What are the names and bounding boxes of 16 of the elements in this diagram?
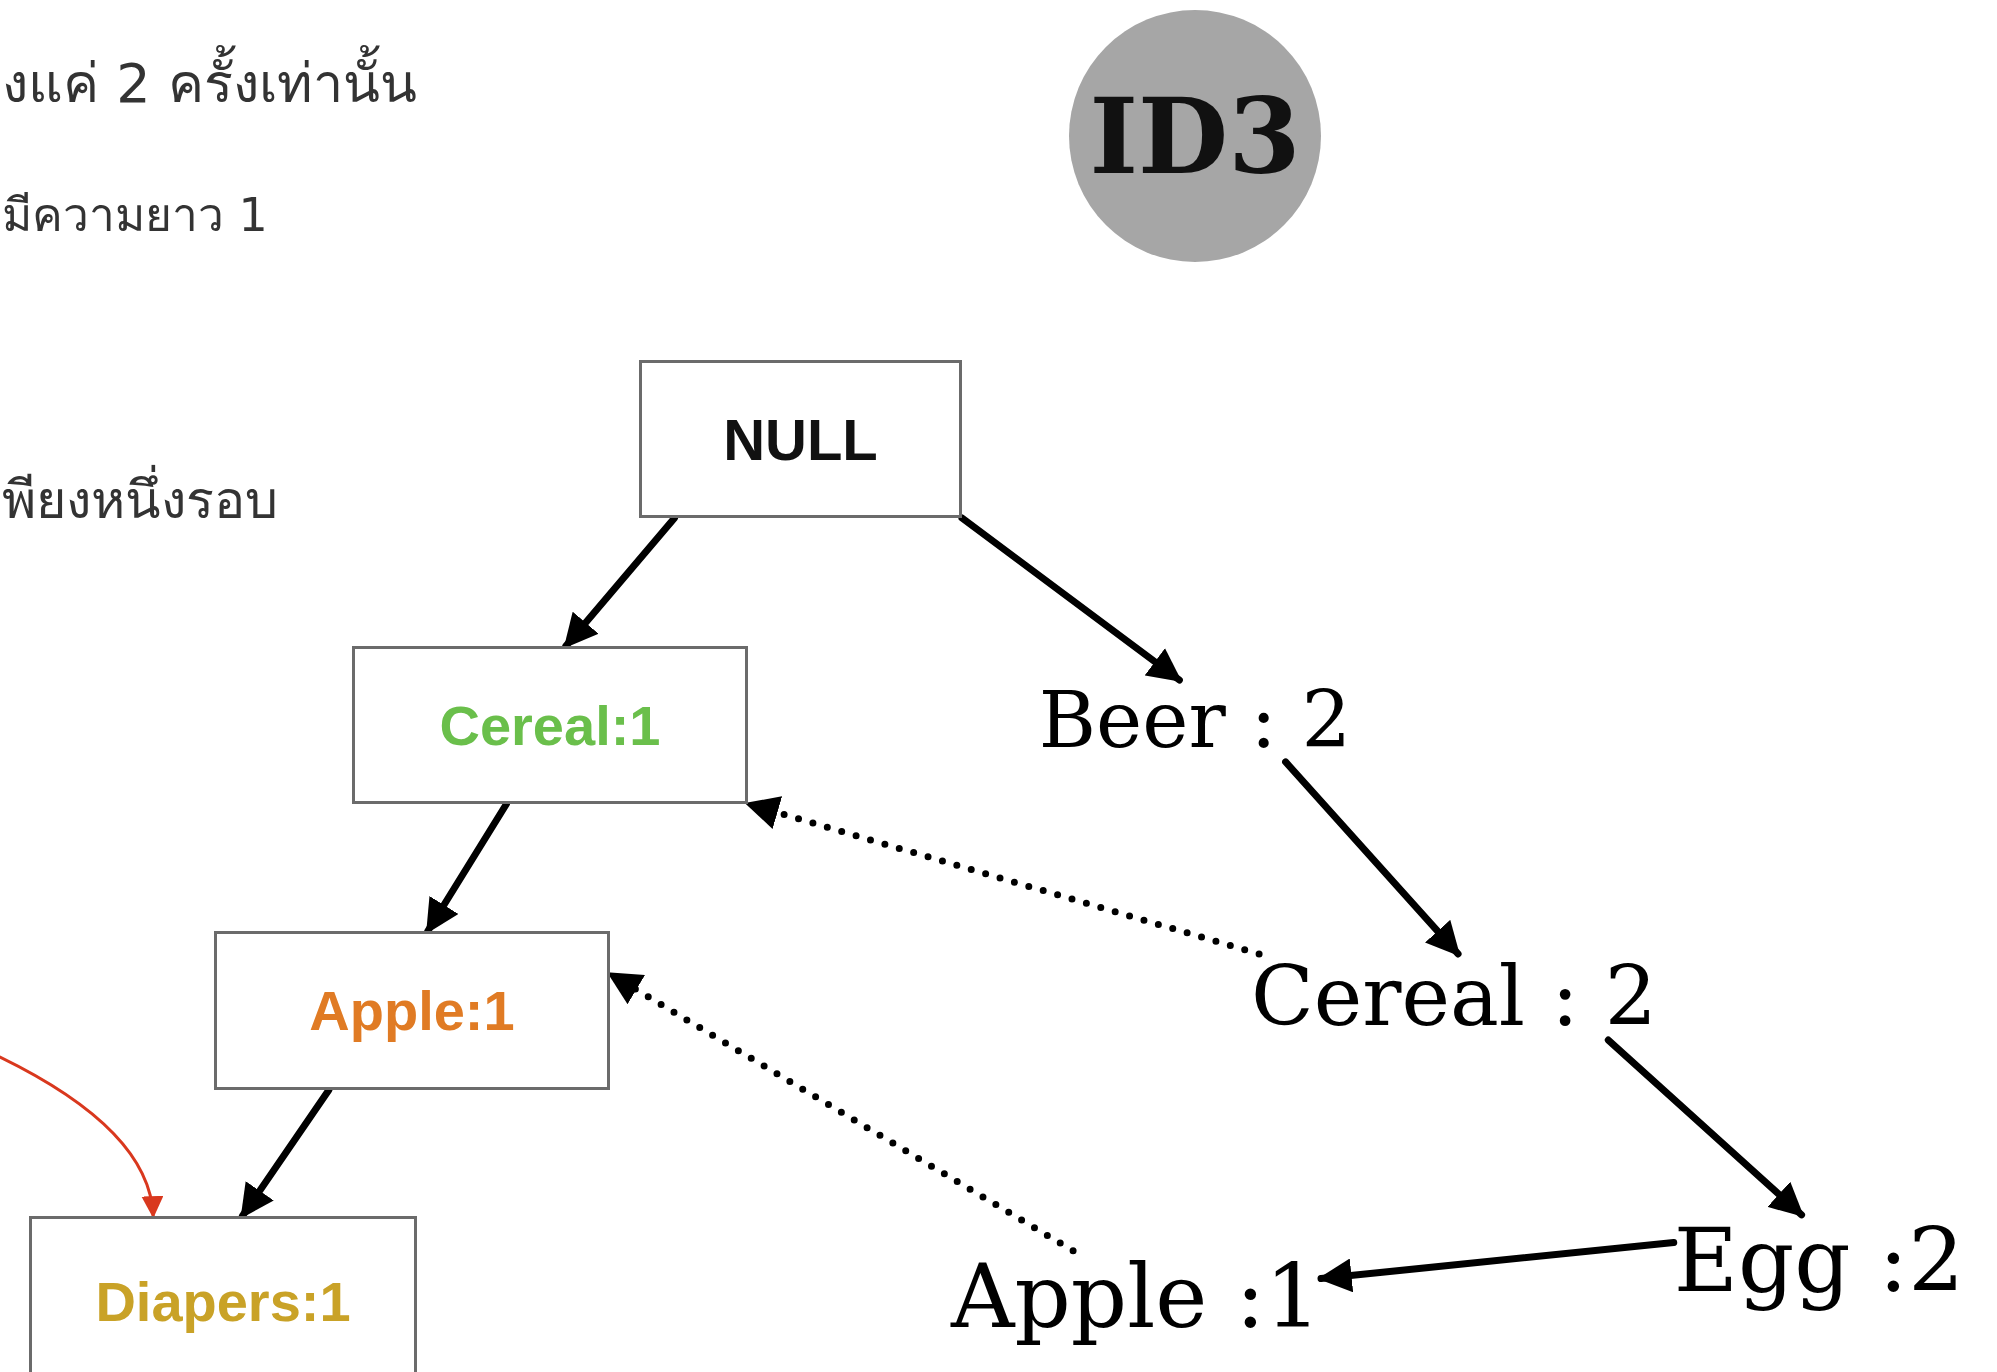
- arrow: [1317, 1239, 1678, 1293]
- arrow: [1604, 1036, 1806, 1219]
- arrow: [958, 514, 1183, 684]
- item-count-text: Cereal : 2: [1251, 953, 1657, 1041]
- tree-node-box: Cereal:1: [352, 646, 748, 804]
- title-circle: ID3: [1069, 10, 1321, 262]
- arrow: [1282, 758, 1462, 958]
- note-text: มีความยาว 1: [2, 187, 268, 244]
- tree-node-box: Diapers:1: [29, 1216, 417, 1372]
- item-count-text: Apple :1: [951, 1250, 1321, 1344]
- dotted-arrow: [744, 796, 1263, 958]
- tree-node-box: Apple:1: [214, 931, 610, 1090]
- item-count-text: Beer : 2: [1038, 680, 1352, 762]
- note-text: พียงหนึ่งรอบ: [2, 458, 278, 541]
- note-text: งแค่ 2 ครั้งเท่านั้น: [2, 40, 417, 126]
- root-node-box: NULL: [639, 360, 962, 518]
